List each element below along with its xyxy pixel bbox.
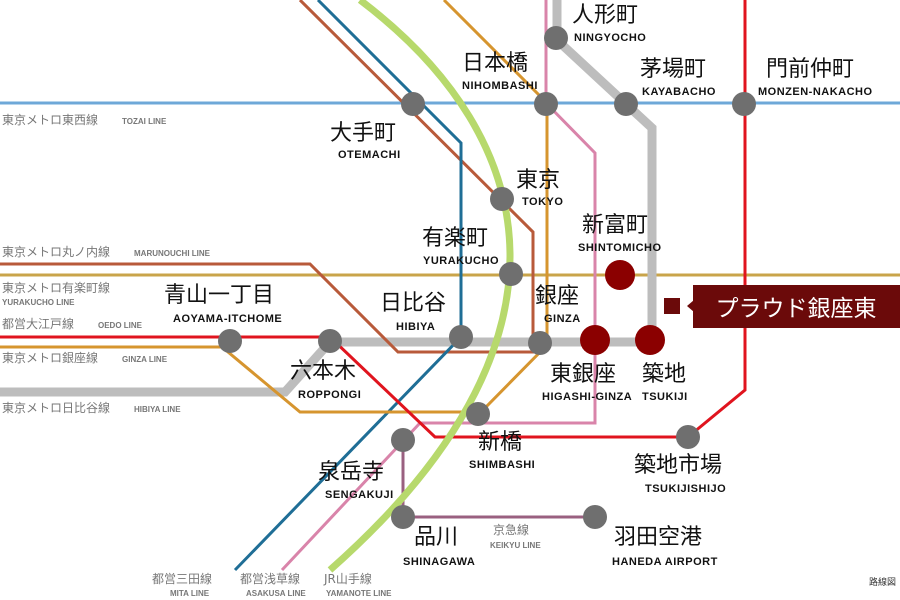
mita-label-en: MITA LINE (170, 589, 210, 598)
label-higashiginza-en: HIGASHI-GINZA (542, 391, 632, 403)
station-tsukiji[interactable] (635, 325, 665, 355)
label-yurakucho-en: YURAKUCHO (423, 255, 499, 267)
label-monzen-en: MONZEN-NAKACHO (758, 86, 873, 98)
station-labels: 人形町 NINGYOCHO 日本橋 NIHOMBASHI 茅場町 KAYABAC… (164, 3, 873, 568)
stations (218, 26, 756, 529)
station-ningyocho[interactable] (544, 26, 568, 50)
label-roppongi-en: ROPPONGI (298, 389, 361, 401)
label-aoyama-en: AOYAMA-ITCHOME (173, 313, 282, 325)
yurakucho-label-jp: 東京メトロ有楽町線 (2, 280, 110, 295)
label-kayabacho-jp: 茅場町 (640, 57, 706, 82)
station-shimbashi[interactable] (466, 402, 490, 426)
station-sengakuji[interactable] (391, 428, 415, 452)
label-hibiya-jp: 日比谷 (380, 291, 446, 316)
ginza-label-en: GINZA LINE (122, 355, 168, 364)
label-ningyocho-jp: 人形町 (572, 3, 638, 28)
keikyu-label-en: KEIKYU LINE (490, 541, 541, 550)
station-haneda-airport[interactable] (583, 505, 607, 529)
label-higashiginza-jp: 東銀座 (550, 362, 616, 387)
map-caption: 路線図 (869, 576, 896, 588)
label-yurakucho-jp: 有楽町 (422, 226, 488, 251)
label-shinagawa-jp: 品川 (414, 525, 458, 550)
station-monzen-nakacho[interactable] (732, 92, 756, 116)
mita-label-jp: 都営三田線 (152, 571, 212, 586)
label-roppongi-jp: 六本木 (290, 359, 356, 384)
label-tsukijishijo-jp: 築地市場 (634, 453, 722, 478)
station-yurakucho[interactable] (499, 262, 523, 286)
station-otemachi[interactable] (401, 92, 425, 116)
label-ningyocho-en: NINGYOCHO (574, 32, 646, 44)
station-tsukijishijo[interactable] (676, 425, 700, 449)
keikyu-label-jp: 京急線 (493, 522, 529, 537)
line-labels: 東京メトロ東西線 TOZAI LINE 東京メトロ丸ノ内線 MARUNOUCHI… (2, 112, 541, 598)
label-shimbashi-en: SHIMBASHI (469, 459, 535, 471)
property-callout: プラウド銀座東 (664, 285, 900, 328)
mita-line (233, 0, 463, 572)
label-haneda-jp: 羽田空港 (614, 525, 702, 550)
label-shimbashi-jp: 新橋 (478, 430, 522, 455)
property-marker (664, 298, 680, 314)
label-aoyama-jp: 青山一丁目 (164, 283, 274, 308)
label-shintomicho-jp: 新富町 (582, 213, 648, 238)
yamanote-line (327, 0, 514, 573)
marunouchi-label-en: MARUNOUCHI LINE (134, 249, 211, 258)
tozai-label-jp: 東京メトロ東西線 (2, 112, 98, 127)
yamanote-label-jp: JR山手線 (323, 571, 372, 586)
oedo-label-jp: 都営大江戸線 (2, 316, 74, 331)
label-tsukiji-jp: 築地 (642, 362, 686, 387)
label-sengakuji-en: SENGAKUJI (325, 489, 394, 501)
station-shinagawa[interactable] (391, 505, 415, 529)
property-name: プラウド銀座東 (716, 296, 877, 322)
asakusa-label-en: ASAKUSA LINE (246, 589, 306, 598)
station-shintomicho[interactable] (605, 260, 635, 290)
hibiya-label-jp: 東京メトロ日比谷線 (2, 400, 110, 415)
label-shinagawa-en: SHINAGAWA (403, 556, 475, 568)
station-hibiya[interactable] (449, 325, 473, 349)
label-ginza-en: GINZA (544, 313, 581, 325)
label-ginza-jp: 銀座 (535, 284, 579, 309)
oedo-label-en: OEDO LINE (98, 321, 143, 330)
label-otemachi-jp: 大手町 (330, 121, 396, 146)
label-tokyo-en: TOKYO (522, 196, 563, 208)
label-tsukijishijo-en: TSUKIJISHIJO (645, 483, 726, 495)
yamanote-label-en: YAMANOTE LINE (326, 589, 392, 598)
callout-pointer (687, 300, 694, 312)
yurakucho-label-en: YURAKUCHO LINE (2, 298, 75, 307)
station-tokyo[interactable] (490, 187, 514, 211)
station-kayabacho[interactable] (614, 92, 638, 116)
hibiya-label-en: HIBIYA LINE (134, 405, 181, 414)
label-nihombashi-en: NIHOMBASHI (462, 80, 538, 92)
label-haneda-en: HANEDA AIRPORT (612, 556, 718, 568)
station-ginza[interactable] (528, 331, 552, 355)
asakusa-label-jp: 都営浅草線 (240, 571, 300, 586)
station-aoyama-itchome[interactable] (218, 329, 242, 353)
label-otemachi-en: OTEMACHI (338, 149, 401, 161)
station-roppongi[interactable] (318, 329, 342, 353)
label-sengakuji-jp: 泉岳寺 (318, 460, 384, 485)
label-tokyo-jp: 東京 (516, 168, 560, 193)
station-nihombashi[interactable] (534, 92, 558, 116)
label-kayabacho-en: KAYABACHO (642, 86, 716, 98)
label-shintomicho-en: SHINTOMICHO (578, 242, 662, 254)
tozai-label-en: TOZAI LINE (122, 117, 167, 126)
label-tsukiji-en: TSUKIJI (642, 391, 688, 403)
ginza-label-jp: 東京メトロ銀座線 (2, 350, 98, 365)
station-higashi-ginza[interactable] (580, 325, 610, 355)
callout-box (693, 285, 900, 328)
label-nihombashi-jp: 日本橋 (462, 51, 528, 76)
marunouchi-label-jp: 東京メトロ丸ノ内線 (2, 244, 110, 259)
label-hibiya-en: HIBIYA (396, 321, 435, 333)
label-monzen-jp: 門前仲町 (766, 57, 854, 82)
